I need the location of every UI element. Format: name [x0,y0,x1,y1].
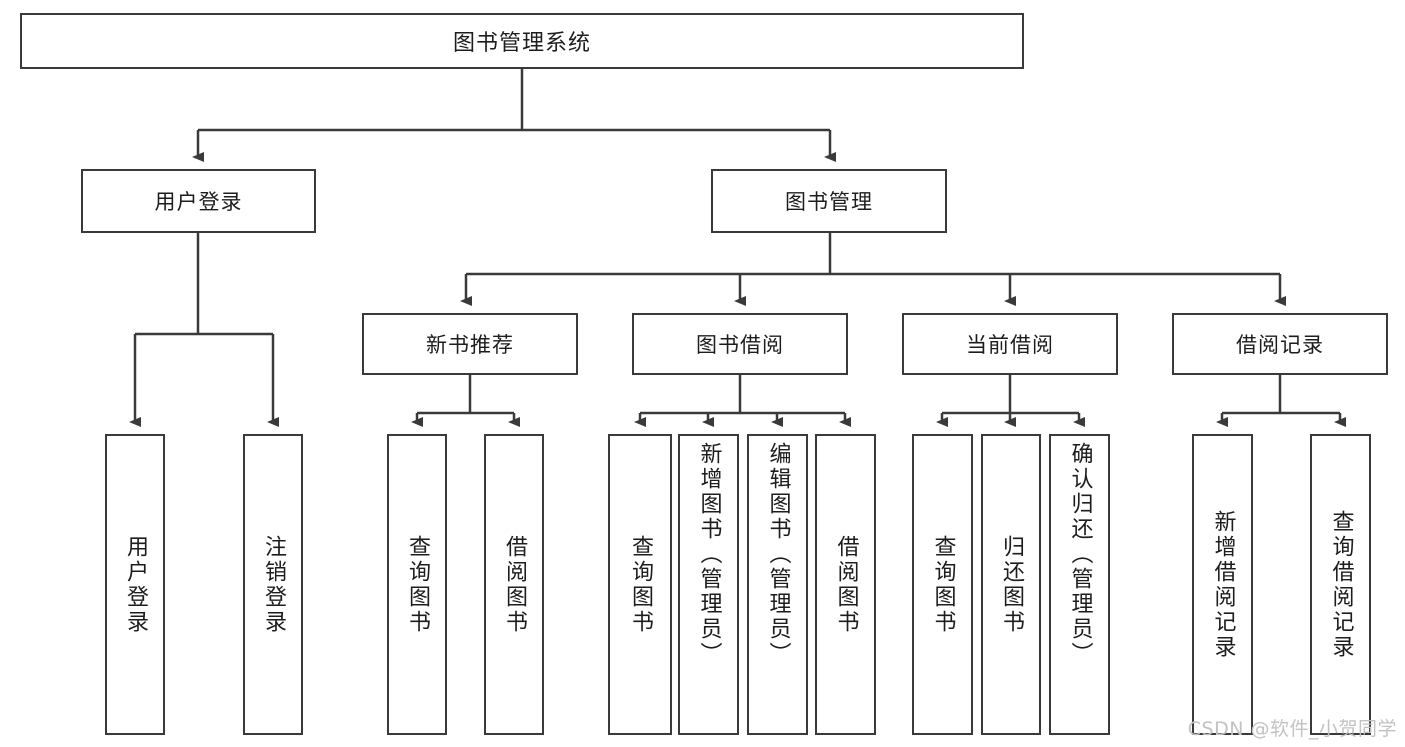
leaf-current-query-book[interactable]: 查询图书 [912,434,973,735]
leaf-new-book-query[interactable]: 查询图书 [387,434,447,735]
leaf-records-query-record[interactable]: 查询借阅记录 [1310,434,1371,735]
node-borrow-records[interactable]: 借阅记录 [1172,313,1388,375]
node-book-management[interactable]: 图书管理 [711,169,947,233]
leaf-user-login-login[interactable]: 用户登录 [105,434,165,735]
leaf-records-add-record[interactable]: 新增借阅记录 [1192,434,1253,735]
watermark-credit: CSDN @软件_小贺同学 [1187,718,1397,740]
leaf-user-login-logout[interactable]: 注销登录 [243,434,303,735]
leaf-current-confirm-return-admin[interactable]: 确认归还（管理员） [1049,434,1110,735]
leaf-borrow-add-book-admin[interactable]: 新增图书（管理员） [678,434,739,735]
node-user-login[interactable]: 用户登录 [81,169,316,233]
node-current-borrow[interactable]: 当前借阅 [902,313,1118,375]
leaf-current-return-book[interactable]: 归还图书 [981,434,1041,735]
node-root-system[interactable]: 图书管理系统 [20,13,1024,69]
leaf-borrow-query-book[interactable]: 查询图书 [608,434,672,735]
leaf-borrow-borrow-book[interactable]: 借阅图书 [815,434,876,735]
leaf-borrow-edit-book-admin[interactable]: 编辑图书（管理员） [747,434,808,735]
leaf-new-book-borrow[interactable]: 借阅图书 [484,434,544,735]
node-new-book-recommend[interactable]: 新书推荐 [362,313,578,375]
node-book-borrow[interactable]: 图书借阅 [632,313,848,375]
